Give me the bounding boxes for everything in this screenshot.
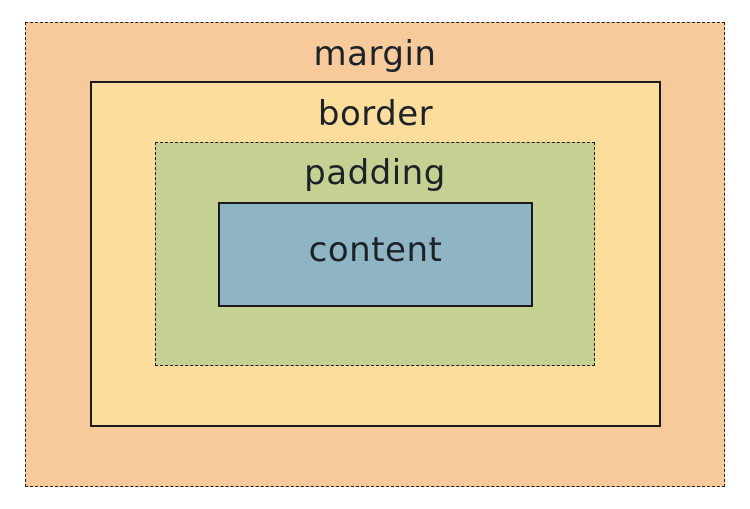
content-box: content [218,202,533,307]
padding-label: padding [304,153,446,193]
content-label: content [308,230,443,270]
border-label: border [317,94,434,134]
margin-label: margin [313,34,437,74]
